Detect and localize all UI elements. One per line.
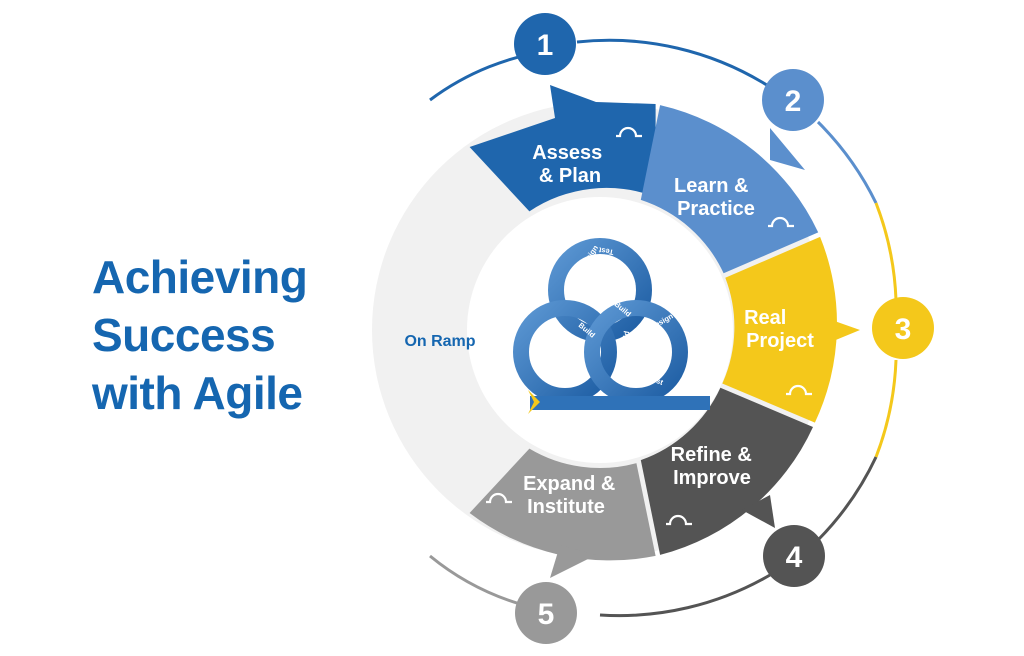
phase-badge: 4 (763, 525, 825, 587)
phase-badge: 2 (762, 69, 824, 131)
phase-label: Expand & Institute (523, 473, 621, 518)
cycle-word: Design (559, 373, 586, 386)
loop-icon (486, 492, 512, 504)
segment-pointer (770, 128, 805, 170)
title-line: with Agile (92, 367, 303, 419)
loop-icon (768, 216, 794, 228)
cycle-word: Test (532, 342, 544, 359)
on-ramp-label: On Ramp (404, 333, 475, 350)
svg-text:3: 3 (895, 313, 912, 346)
loop-icon (786, 384, 812, 396)
page-title: Achieving Success with Agile (92, 248, 392, 422)
phase-badge: 1 (514, 13, 576, 75)
phase-badge: 5 (515, 582, 577, 644)
outer-arc (874, 202, 898, 301)
cycle-word: Build (619, 330, 631, 350)
svg-text:2: 2 (785, 85, 802, 118)
loop-icon (616, 126, 642, 138)
outer-arc (816, 456, 878, 542)
phase-label: Refine & Improve (671, 444, 758, 489)
segment-real-project (722, 236, 837, 423)
outer-arc (576, 38, 771, 89)
on-ramp-arrow-icon (528, 390, 540, 414)
segment-assess-plan (469, 85, 656, 212)
phase-label: Assess & Plan (532, 142, 608, 187)
segment-learn-practice (640, 105, 819, 274)
svg-text:1: 1 (537, 29, 554, 62)
segment-refine-improve (640, 387, 813, 555)
outer-arc (816, 120, 878, 204)
title-line: Achieving (92, 251, 308, 303)
outer-arc (874, 359, 898, 458)
loop-icon (666, 514, 692, 526)
outer-arc (599, 573, 771, 618)
phase-label: Real Project (744, 307, 814, 352)
segment-expand-institute (469, 448, 656, 561)
svg-text:4: 4 (786, 541, 803, 574)
segment-pointer (826, 318, 860, 344)
phase-label: Learn & Practice (674, 175, 755, 220)
title-line: Success (92, 309, 276, 361)
segment-pointer (550, 545, 596, 578)
phase-badge: 3 (872, 297, 934, 359)
outer-arc (429, 554, 521, 606)
svg-text:5: 5 (538, 598, 555, 631)
segment-pointer (742, 495, 775, 528)
cycle-word: Test (598, 245, 615, 257)
